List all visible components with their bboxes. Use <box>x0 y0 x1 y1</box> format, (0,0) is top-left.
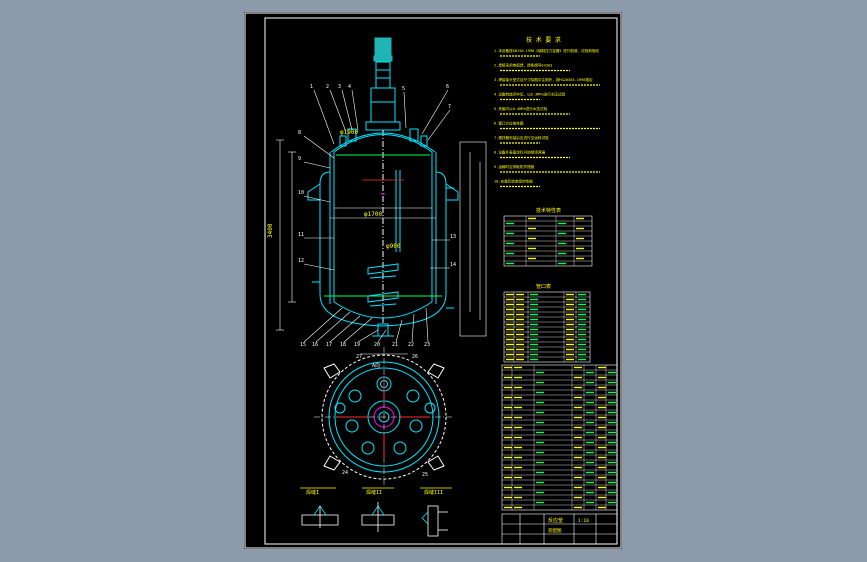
leader-number: 25 <box>422 472 428 478</box>
label-height: 3400 <box>267 223 274 238</box>
impeller <box>367 263 399 307</box>
weld-label-3: 焊缝III <box>424 489 443 496</box>
leader-number: 22 <box>408 342 414 348</box>
title-block-sub: 装配图 <box>548 527 562 534</box>
leader-number: 1 <box>310 84 313 90</box>
plan-view-label: A向 <box>372 362 380 369</box>
tech-req-title: 技 术 要 求 <box>526 36 561 44</box>
tech-characteristics-table <box>503 215 593 267</box>
leader-number: 18 <box>340 342 346 348</box>
title-block <box>501 513 618 545</box>
weld-detail-1 <box>300 487 339 528</box>
leader-number: 23 <box>424 342 430 348</box>
leader-number: 6 <box>446 84 449 90</box>
leader-number: 26 <box>412 354 418 360</box>
leader-number: 13 <box>450 234 456 240</box>
label-paddle: φ900 <box>386 243 401 250</box>
tech-req-line: 9.运输时应采取防护措施 <box>494 164 535 169</box>
title-block-scale: 1:10 <box>578 518 589 524</box>
leader-number: 7 <box>448 104 451 110</box>
elevation-labels: φ1900 φ1700 φ900 3400 <box>267 129 401 250</box>
reducer <box>370 87 396 123</box>
leader-number: 19 <box>354 342 360 348</box>
dimensions <box>276 89 487 343</box>
weld-detail-2 <box>361 487 395 532</box>
weld-label-2: 焊缝II <box>366 489 382 496</box>
tech-req-line: 6.管口方位按本图 <box>494 121 524 126</box>
leader-number: 3 <box>338 84 341 90</box>
leader-number: 17 <box>326 342 332 348</box>
drawing-canvas: φ1900 φ1700 φ900 3400 123456789101112131… <box>244 12 622 549</box>
top-head <box>333 134 433 153</box>
bottom-head <box>333 301 433 319</box>
motor <box>374 37 392 57</box>
leader-number: 27 <box>356 354 362 360</box>
leader-number: 12 <box>298 258 304 264</box>
weld-label-1: 焊缝I <box>306 489 319 496</box>
tech-req-line: 5.夹套内以0.4MPa进行水压试验 <box>494 106 548 111</box>
tech-req-line: 1.本设备按GB150-1998《钢制压力容器》进行制造、试验和验收 <box>494 48 599 53</box>
tech-req-line: 3.焊接接头型式及尺寸除图中注明外，按HG20583-1998规定 <box>494 77 593 82</box>
weld-detail-3 <box>420 487 452 537</box>
leader-number: 16 <box>312 342 318 348</box>
jacket <box>319 171 447 327</box>
leader-number: 21 <box>392 342 398 348</box>
table2-title: 管口表 <box>536 283 551 290</box>
leader-number: 2 <box>326 84 329 90</box>
leader-number: 10 <box>298 190 304 196</box>
tech-req-line: 8.设备外表面涂红丹防锈漆两遍 <box>494 150 545 155</box>
tech-req-line: 2.焊接采用电弧焊，焊条牌号E4303 <box>494 63 552 68</box>
title-block-main: 反应釜 <box>548 517 563 524</box>
plan-view <box>314 347 454 487</box>
leader-number: 9 <box>298 156 301 162</box>
tech-requirements: 1.本设备按GB150-1998《钢制压力容器》进行制造、试验和验收 2.焊接采用… <box>494 48 600 188</box>
leader-number: 8 <box>298 130 301 136</box>
tech-req-line: 10.安装后检查密封性能 <box>494 179 533 184</box>
weld-detail-labels: 焊缝I 焊缝II 焊缝III <box>306 489 443 496</box>
inner-frame <box>264 17 618 545</box>
leader-number: 14 <box>450 262 456 268</box>
vessel-elevation <box>307 37 459 337</box>
table1-title: 技术特性表 <box>536 207 561 214</box>
leader-number: 20 <box>374 342 380 348</box>
nozzle-table <box>503 291 591 363</box>
weld-details <box>300 487 452 537</box>
tech-req-line: 7.搅拌器安装后应进行空运转试验 <box>494 135 549 140</box>
leader-number: 24 <box>342 470 348 476</box>
outer-frame <box>244 12 622 549</box>
parts-list <box>501 364 618 511</box>
leader-number: 5 <box>402 86 405 92</box>
leader-number: 4 <box>348 84 351 90</box>
tech-req-line: 4.设备制造完毕后，以0.3MPa进行水压试验 <box>494 92 566 97</box>
label-diameter-inner: φ1700 <box>364 211 382 218</box>
label-diameter-outer: φ1900 <box>340 129 358 136</box>
leader-number: 11 <box>298 232 304 238</box>
leader-number: 15 <box>300 342 306 348</box>
